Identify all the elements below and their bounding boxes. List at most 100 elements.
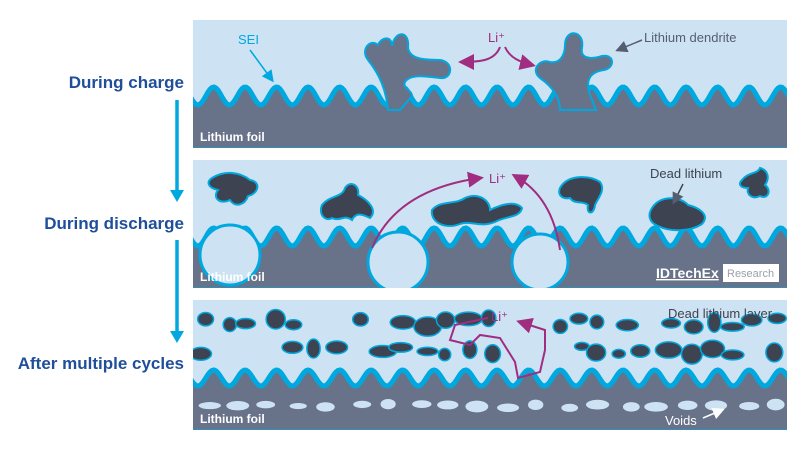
dead-lithium xyxy=(680,343,703,365)
dendrite-pointer xyxy=(615,39,643,53)
void xyxy=(316,402,335,412)
dead-lithium-pointer xyxy=(672,183,684,205)
void xyxy=(380,398,396,410)
dendrite-label: Lithium dendrite xyxy=(644,30,737,45)
dead-lithium xyxy=(706,311,722,333)
ion-label-cycles: Li⁺ xyxy=(491,309,508,324)
dead-lithium xyxy=(611,348,627,359)
dead-lithium xyxy=(739,166,770,199)
void xyxy=(704,400,728,411)
dead-lithium xyxy=(558,176,604,214)
ion-arrow-right xyxy=(504,46,536,70)
dead-lithium xyxy=(719,321,745,332)
void xyxy=(561,403,579,412)
sei-pointer xyxy=(249,49,274,83)
void xyxy=(437,400,459,410)
dead-lithium xyxy=(416,346,439,357)
void xyxy=(528,399,544,411)
dead-lithium xyxy=(654,341,683,359)
voids-label: Voids xyxy=(665,413,697,428)
dead-lithium xyxy=(193,346,213,362)
void xyxy=(353,400,372,409)
idtechex-logo: IDTechEx Research xyxy=(656,264,779,282)
void xyxy=(412,400,432,408)
panel-discharge xyxy=(193,160,787,288)
sei-label: SEI xyxy=(238,32,259,47)
dead-lithium xyxy=(660,317,682,329)
svg-text:IDTechEx: IDTechEx xyxy=(656,265,719,281)
dead-lithium xyxy=(387,341,414,353)
dissolution-pit xyxy=(510,232,570,288)
stage-label-discharge: During discharge xyxy=(44,214,184,233)
dead-lithium xyxy=(234,317,257,330)
dead-lithium xyxy=(462,340,478,360)
panel-charge xyxy=(193,20,787,148)
void xyxy=(198,402,221,410)
void xyxy=(622,402,640,412)
void xyxy=(644,402,668,412)
dead-lithium xyxy=(435,311,456,330)
dead-lithium xyxy=(320,183,374,222)
dead-lithium xyxy=(196,311,215,327)
lithium-dendrite xyxy=(534,32,613,111)
dead-lithium xyxy=(767,312,787,325)
dead-lithium-label: Dead lithium xyxy=(650,166,722,181)
dead-lithium xyxy=(480,309,497,328)
panel-cycles xyxy=(193,300,787,430)
stage-label-cycles: After multiple cycles xyxy=(17,354,184,373)
lithium-foil xyxy=(193,225,787,288)
foil-label-discharge: Lithium foil xyxy=(200,270,265,284)
dead-lithium xyxy=(589,314,605,330)
dead-lithium xyxy=(699,339,726,359)
stage-label-charge: During charge xyxy=(68,73,184,92)
dead-layer-label: Dead lithium layer xyxy=(668,306,773,321)
svg-text:Research: Research xyxy=(727,268,774,280)
ion-label-charge: Li⁺ xyxy=(488,30,505,45)
dead-lithium xyxy=(740,313,763,327)
dead-lithium xyxy=(552,318,569,335)
void xyxy=(739,401,760,411)
dead-lithium xyxy=(306,338,321,359)
dead-lithium xyxy=(430,194,524,228)
ion-arrow-up-left xyxy=(371,171,484,249)
dead-lithium xyxy=(720,349,745,361)
lithium-foil xyxy=(193,367,787,430)
dead-lithium xyxy=(615,318,640,332)
lithium-foil xyxy=(193,84,787,148)
voids-pointer xyxy=(702,407,725,420)
dead-lithium xyxy=(325,340,349,355)
dead-lithium xyxy=(207,172,259,206)
void xyxy=(585,399,610,410)
dissolution-pit xyxy=(366,230,430,288)
dead-lithium xyxy=(585,343,607,362)
dead-lithium xyxy=(389,314,417,330)
void xyxy=(226,400,250,411)
void xyxy=(465,400,489,413)
ion-path xyxy=(448,317,546,380)
dead-lithium xyxy=(222,316,238,333)
stage-arrow-1 xyxy=(170,100,184,202)
void xyxy=(766,398,785,411)
void xyxy=(677,400,698,411)
dissolution-pit xyxy=(198,223,262,287)
foil-label-charge: Lithium foil xyxy=(200,130,265,144)
dead-lithium xyxy=(351,311,370,327)
ion-arrow-left xyxy=(458,46,501,70)
void xyxy=(289,402,307,410)
dead-lithium xyxy=(437,347,452,362)
dead-lithium xyxy=(281,340,304,355)
dead-lithium xyxy=(765,342,784,363)
dead-lithium xyxy=(265,308,287,330)
dead-lithium xyxy=(569,312,589,325)
dead-lithium xyxy=(630,343,651,359)
ion-arrow-up-right xyxy=(511,174,561,251)
void xyxy=(256,400,276,409)
dead-lithium xyxy=(683,319,704,335)
dead-lithium xyxy=(484,343,502,364)
dead-lithium xyxy=(284,318,303,331)
stage-arrow-2 xyxy=(170,240,184,343)
foil-label-cycles: Lithium foil xyxy=(200,412,265,426)
lithium-dendrite xyxy=(364,33,452,111)
